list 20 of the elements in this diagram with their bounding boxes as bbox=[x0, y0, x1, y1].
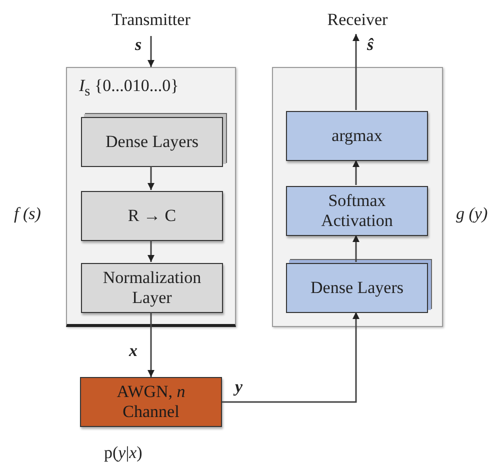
arrow bbox=[148, 36, 154, 67]
function-label: p(y|x) bbox=[104, 443, 142, 463]
layer-box: Normalization Layer bbox=[81, 263, 223, 313]
arrow bbox=[148, 312, 154, 377]
arrow bbox=[352, 34, 360, 110]
arrow bbox=[352, 235, 360, 262]
function-label: g (y) bbox=[456, 204, 488, 224]
edge-label: ŝ bbox=[366, 36, 375, 53]
arrow bbox=[148, 166, 154, 190]
panel-title: Receiver bbox=[326, 10, 389, 30]
function-label: f (s) bbox=[14, 204, 41, 224]
layer-box: argmax bbox=[286, 111, 428, 161]
arrow bbox=[352, 160, 360, 185]
arrow bbox=[148, 240, 154, 262]
input-vector-label: I$_{s}$ {0...010...0} bbox=[79, 76, 179, 100]
arrow bbox=[222, 312, 360, 403]
layer-box: Softmax Activation bbox=[286, 186, 428, 236]
panel-title: Transmitter bbox=[110, 10, 192, 30]
layer-box: R → C bbox=[81, 191, 223, 241]
channel-box: AWGN, n Channel bbox=[80, 377, 222, 427]
